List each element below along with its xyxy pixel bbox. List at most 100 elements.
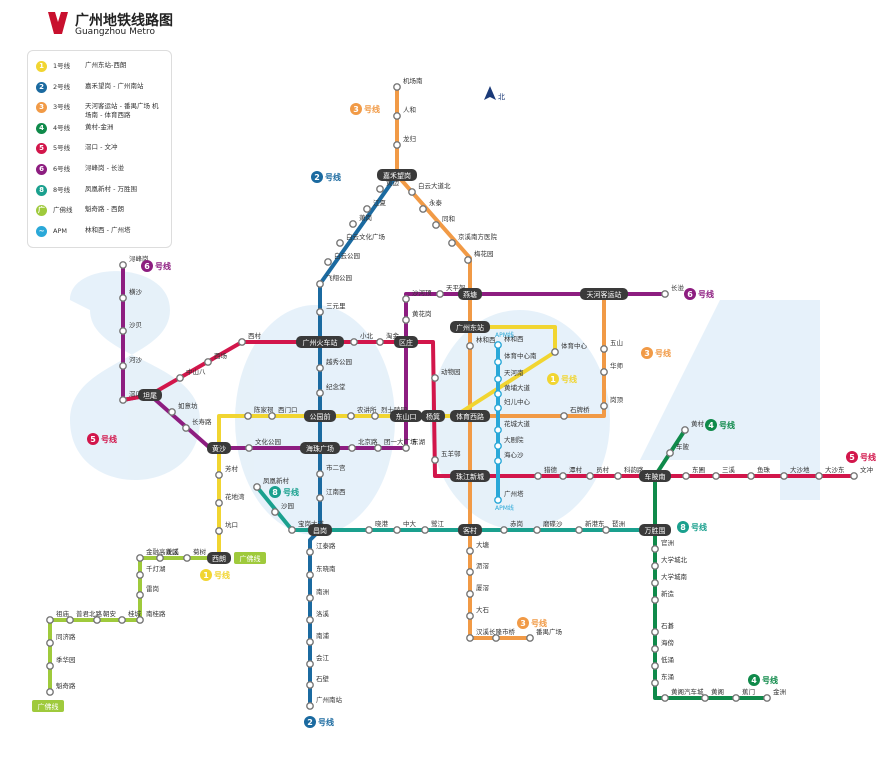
station[interactable]: 白云大道北 [408, 181, 451, 196]
station[interactable]: 魁奇路 [46, 681, 76, 696]
station[interactable]: 陈家祠 [244, 405, 274, 420]
station[interactable]: 黄边 [376, 178, 400, 193]
station[interactable]: 员村 [586, 465, 610, 480]
station[interactable]: 小北 [350, 331, 374, 346]
station[interactable]: 林和西 [494, 334, 524, 349]
station[interactable]: 南桂路 [136, 609, 166, 624]
station[interactable]: 同和 [432, 214, 455, 229]
station[interactable]: 祖庙 [46, 609, 70, 624]
station[interactable]: 体育中心 [551, 341, 588, 356]
station[interactable]: 天河南 [494, 368, 524, 383]
station[interactable]: 浔峰岗 [119, 254, 149, 269]
station[interactable]: 文冲 [850, 465, 874, 480]
station[interactable]: 人和 [393, 105, 416, 120]
station[interactable]: 长寿路 [182, 417, 212, 432]
station[interactable]: 蕉门 [732, 687, 755, 702]
station[interactable]: 石碁 [651, 621, 675, 636]
station[interactable]: 花地湾 [215, 492, 245, 507]
station[interactable]: 杨箕 [421, 410, 445, 422]
station[interactable]: 广州火车站 [296, 336, 344, 348]
station[interactable]: 车陂 [666, 442, 690, 457]
station[interactable]: 万胜围 [639, 524, 671, 536]
station[interactable]: 潭村 [559, 465, 583, 480]
station[interactable]: 黄沙 [207, 442, 231, 454]
station[interactable]: 区庄 [394, 336, 418, 348]
station[interactable]: 车陂南 [639, 470, 671, 482]
station[interactable]: 大学城北 [651, 555, 688, 570]
station[interactable]: 黄村 [681, 419, 705, 434]
station[interactable]: 黄阁汽车城 [661, 687, 704, 702]
station[interactable]: 东湖 [402, 437, 426, 452]
station[interactable]: 宝岗大道 [288, 519, 325, 534]
station[interactable]: 长湴 [661, 283, 685, 298]
station[interactable]: 妇儿中心 [494, 397, 531, 412]
station[interactable]: 朝安 [93, 609, 117, 624]
station[interactable]: 海傍 [651, 638, 675, 653]
station[interactable]: 五羊邨 [431, 449, 461, 464]
station[interactable]: 滘口 [119, 389, 142, 404]
station[interactable]: 东圃 [682, 465, 705, 480]
station[interactable]: 公园前 [304, 410, 336, 422]
station[interactable]: 萧岗 [349, 213, 372, 228]
station[interactable]: 河沙 [119, 356, 143, 370]
station[interactable]: 烈士陵园 [371, 405, 407, 420]
station[interactable]: 鹭江 [421, 519, 445, 534]
station[interactable]: 金融高新区 [136, 547, 179, 562]
station[interactable]: 沙贝 [119, 321, 142, 335]
station[interactable]: 天平架 [436, 284, 466, 298]
station[interactable]: 纪念堂 [316, 382, 346, 397]
station[interactable]: 菊树 [183, 547, 207, 562]
station[interactable]: 鱼珠 [747, 465, 771, 480]
station[interactable]: 新造 [651, 589, 675, 604]
station[interactable]: 龙溪 [156, 547, 180, 562]
station[interactable]: 燕塘 [458, 288, 482, 300]
station[interactable]: 大沙地 [780, 465, 810, 480]
station[interactable]: 体育中心南 [494, 351, 537, 366]
station[interactable]: 千灯湖 [136, 564, 166, 579]
station[interactable]: 淘金 [376, 331, 400, 346]
station[interactable]: 花城大道 [494, 419, 531, 434]
station[interactable]: 黄花岗 [402, 309, 432, 324]
station[interactable]: 梅花园 [464, 249, 494, 264]
station[interactable]: 白云公园 [324, 251, 360, 266]
station[interactable]: 同济路 [46, 632, 76, 647]
station[interactable]: 琶洲 [602, 520, 625, 534]
station[interactable]: 嘉禾望岗 [377, 169, 417, 181]
station[interactable]: 文化公园 [245, 437, 281, 452]
station[interactable]: 黄阁 [701, 687, 724, 702]
station[interactable]: 大学城南 [651, 572, 688, 587]
station[interactable]: 华师 [600, 361, 624, 376]
station[interactable]: 昌岗 [308, 524, 332, 536]
station[interactable]: 黄埔大道 [494, 383, 531, 398]
station[interactable]: 凤凰新村 [253, 476, 290, 491]
station[interactable]: 东山口 [390, 410, 422, 422]
station[interactable]: 三元里 [316, 302, 346, 316]
station[interactable]: 广州南站 [306, 695, 343, 710]
station[interactable]: 沥滘 [466, 561, 490, 576]
station[interactable]: 西门口 [268, 405, 298, 420]
station[interactable]: 石牌桥 [560, 405, 590, 420]
station[interactable]: 厦滘 [466, 583, 490, 598]
station[interactable]: 市桥 [492, 627, 516, 642]
station[interactable]: 海心沙 [494, 450, 524, 465]
station[interactable]: 西村 [238, 331, 262, 346]
station[interactable]: 动物园 [431, 367, 461, 382]
station[interactable]: 体育西路 [450, 410, 490, 422]
station[interactable]: 普君北路 [66, 609, 103, 624]
station[interactable]: 广州塔 [494, 489, 524, 504]
station[interactable]: 珠江新城 [450, 470, 490, 482]
station[interactable]: 团一大广场 [374, 437, 417, 452]
station[interactable]: 永泰 [419, 198, 443, 213]
station[interactable]: 金洲 [763, 687, 786, 702]
station[interactable]: 机场南 [393, 76, 423, 91]
station[interactable]: 市二宫 [316, 463, 346, 478]
station[interactable]: 江泰路 [306, 541, 336, 556]
station[interactable]: 低涌 [651, 655, 674, 670]
station[interactable]: 中大 [393, 519, 417, 534]
station[interactable]: 天河客运站 [580, 288, 628, 300]
station[interactable]: 坦尾 [138, 389, 162, 401]
station[interactable]: 江南西 [316, 487, 346, 502]
station[interactable]: 海珠广场 [300, 442, 340, 454]
station[interactable]: 洛溪 [306, 609, 330, 624]
station[interactable]: 汉溪长隆 [466, 627, 503, 642]
